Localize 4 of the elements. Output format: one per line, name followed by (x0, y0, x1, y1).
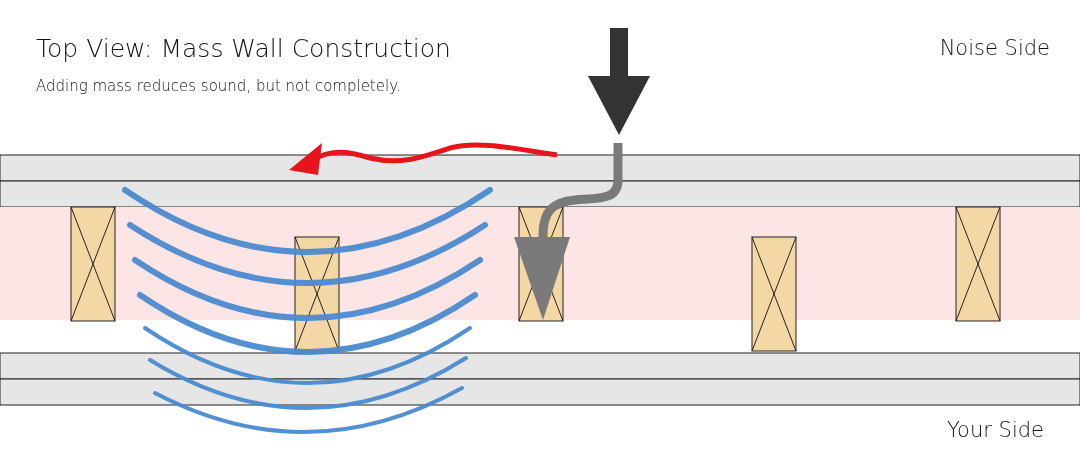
side-label: Your Side (947, 418, 1044, 442)
side-label: Noise Side (939, 36, 1050, 60)
subtitle: Adding mass reduces sound, but not completely. (36, 77, 401, 95)
diagram-title: Top View: Mass Wall Construction (36, 34, 451, 63)
